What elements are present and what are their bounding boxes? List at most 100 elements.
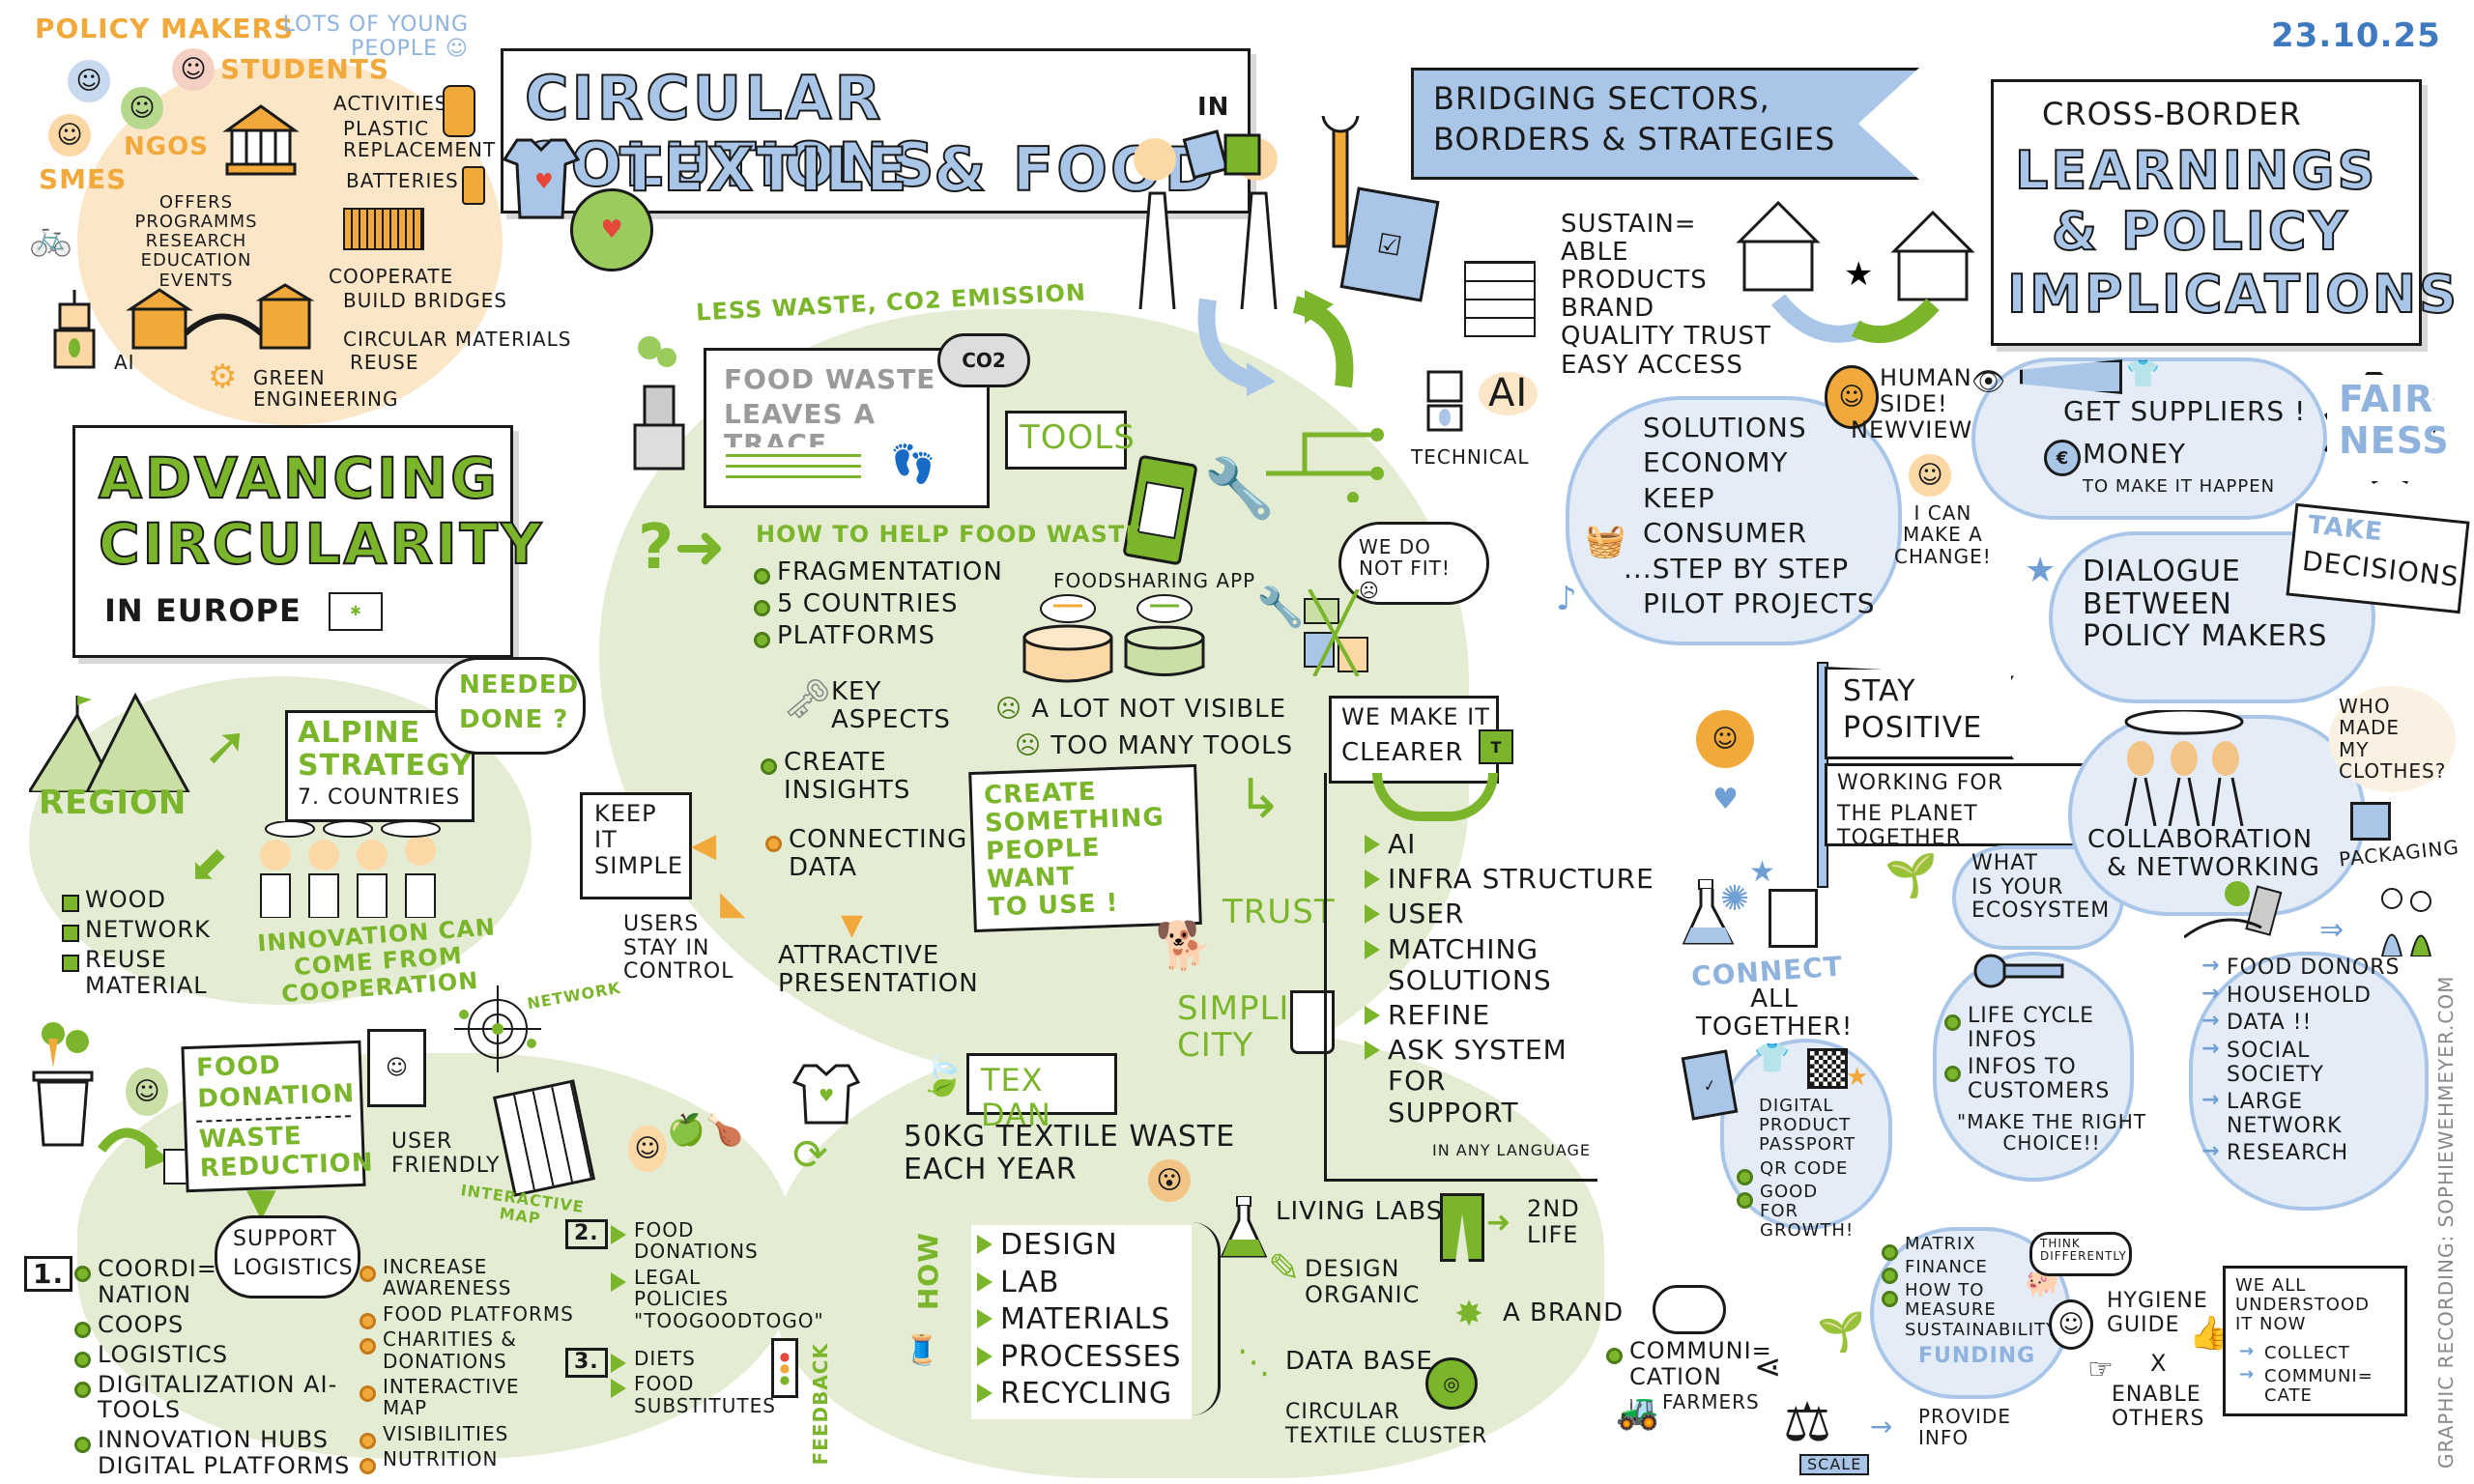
education-label: EDUCATION	[140, 250, 252, 271]
scale-label: SCALE	[1799, 1454, 1870, 1475]
shocked-face-icon: 😮	[1148, 1159, 1191, 1202]
enable-others-label: ENABLE OTHERS	[2112, 1383, 2204, 1431]
take-decisions-sign: TAKE DECISIONS	[2286, 502, 2470, 614]
communication-list: COMMUNI=CATION	[1604, 1338, 1772, 1394]
we-make-it-label: WE MAKE IT	[1341, 703, 1490, 730]
make-right-line: "MAKE THE RIGHT	[1957, 1110, 2147, 1133]
young-people-label: LOTS OF YOUNG PEOPLE ☺	[282, 13, 469, 61]
communication-item: COMMUNI=CATION	[1604, 1338, 1772, 1390]
make-it-happen-label: TO MAKE IT HAPPEN	[2083, 476, 2276, 497]
food-sharing-bowls-icon	[1020, 594, 1213, 691]
svg-text:♥: ♥	[534, 170, 554, 194]
advancing-sub: IN EUROPE	[104, 592, 302, 629]
able-line: ABLE	[1561, 238, 1629, 268]
change-line: CHANGE!	[1894, 544, 1992, 568]
newview-line: NEWVIEW	[1851, 415, 1973, 443]
mountains-icon	[29, 686, 193, 792]
create-something-label: CREATE SOMETHING PEOPLE WANT TO USE !	[984, 775, 1199, 923]
lifecycle-item-customers: INFOS TO CUSTOMERS	[1942, 1055, 2113, 1103]
attractive-line: ATTRACTIVE	[778, 941, 940, 970]
ai-stakeholder-label: AI	[114, 351, 135, 374]
bridge-buildings-icon	[126, 280, 319, 357]
main-title-line2: TEXTILE & FOOD	[618, 134, 1218, 205]
tools-label: TOOLS	[1020, 418, 1136, 457]
cross-border-line3: IMPLICATIONS	[2006, 264, 2460, 325]
network-label: NETWORK	[526, 978, 623, 1013]
arrow-down-left-icon: ⬋	[188, 836, 229, 892]
what-line: WHAT	[1971, 851, 2039, 875]
star-icon: ★	[2025, 551, 2057, 590]
reduction-label: REDUCTION	[199, 1148, 375, 1184]
cooperate-label: COOPERATE	[329, 265, 454, 288]
sun-badge-icon: ✺	[1720, 879, 1750, 919]
donors-item-data: DATA !!	[2201, 1010, 2401, 1036]
smes-label: SMES	[39, 163, 128, 195]
cross-border-line2: & POLICY	[2051, 201, 2350, 262]
solar-panel-icon	[343, 208, 424, 250]
communication-bubble	[1653, 1285, 1726, 1334]
we-do-not-fit-label: WE DO NOT FIT! ☹	[1359, 535, 1451, 602]
bicycle-icon: 🚲	[29, 218, 72, 258]
music-note-icon: ♪	[1556, 580, 1577, 618]
take-label: TAKE	[2306, 510, 2385, 548]
step-materials: MATERIALS	[975, 1302, 1182, 1337]
step3-number: 3.	[565, 1348, 618, 1378]
awareness-list: INCREASE AWARENESS FOOD PLATFORMS CHARIT…	[358, 1256, 574, 1475]
trust-label: TRUST	[1223, 893, 1336, 931]
create-something-sign: CREATE SOMETHING PEOPLE WANT TO USE !	[968, 763, 1202, 933]
understood-label: WE ALL UNDERSTOOD IT NOW	[2235, 1275, 2370, 1334]
strategy-label: STRATEGY	[298, 749, 473, 783]
engineering-label: ENGINEERING	[253, 387, 399, 412]
presentation-line: PRESENTATION	[778, 969, 979, 999]
clearer-item-user: USER	[1363, 899, 1654, 929]
thinking-head-icon: ☺	[2049, 1299, 2093, 1350]
passport-items-list: QR CODE GOOD FOR GROWTH!	[1735, 1158, 1856, 1245]
ngo-face-icon: ☺	[121, 87, 163, 129]
organic-line: ORGANIC	[1305, 1280, 1421, 1308]
farmers-label: FARMERS	[1662, 1390, 1760, 1413]
ai-robot-icon	[1421, 367, 1469, 435]
cation-word: CATION	[1629, 1362, 1722, 1390]
communi-word: COMMUNI=	[1629, 1337, 1772, 1364]
arrow-left-orange-icon: ◀	[691, 826, 717, 865]
product-line: PRODUCT	[1759, 1115, 1852, 1136]
how-to-help-label: HOW TO HELP FOOD WASTE	[756, 521, 1142, 548]
point-platforms: PLATFORMS	[752, 622, 1003, 650]
awareness-visibilities: VISIBILITIES	[358, 1422, 574, 1450]
users-line: USERS	[623, 912, 700, 936]
flask-icon	[1220, 1196, 1268, 1259]
green-label: GREEN	[253, 366, 326, 389]
fairness-label: FAIR NESS	[2339, 379, 2450, 461]
dashed-divider	[196, 1115, 352, 1123]
clearer-bracket	[1324, 773, 1597, 1182]
ness-line: NESS	[2339, 418, 2450, 462]
pointing-hand-icon: ☞	[2087, 1353, 2114, 1386]
gear-leaf-icon: ⚙	[208, 357, 238, 396]
step1-digitalization: DIGITALIZATION AI-TOOLS	[72, 1371, 349, 1424]
solutions-item: SOLUTIONS	[1643, 412, 1807, 443]
sad-face-icon-2: ☹	[1015, 731, 1051, 760]
positive-label: POSITIVE	[1843, 711, 1983, 745]
stay-positive-flag: STAY POSITIVE	[1825, 667, 2014, 759]
passport-item-qr: QR CODE	[1735, 1158, 1856, 1186]
bridging-banner: BRIDGING SECTORS, BORDERS & STRATEGIES	[1411, 68, 1919, 180]
donation-label: DONATION	[196, 1079, 356, 1114]
textile-cluster-line: TEXTILE CLUSTER	[1285, 1423, 1488, 1448]
together-line: TOGETHER!	[1696, 1013, 1854, 1042]
solutions-cloud	[1566, 396, 1902, 645]
think-line: THINK	[2040, 1237, 2081, 1250]
ecosystem-label: WHAT IS YOUR ECOSYSTEM	[1971, 851, 2110, 924]
collaboration-label: COLLABORATION & NETWORKING	[2087, 825, 2320, 882]
passport-book-icon: ✓	[1681, 1049, 1739, 1121]
funding-label: FUNDING	[1918, 1344, 2036, 1368]
donors-item-social-society: SOCIAL SOCIETY	[2201, 1038, 2352, 1087]
region-label: REGION	[39, 784, 187, 822]
quality-trust-line: QUALITY TRUST	[1561, 322, 1771, 352]
choice-line: CHOICE!!	[2002, 1131, 2101, 1156]
not-visible-label: ☹ A LOT NOT VISIBLE	[995, 695, 1286, 724]
who-line: WHO	[2339, 695, 2391, 718]
awareness-increase: INCREASE AWARENESS	[358, 1256, 537, 1299]
apple-heart-icon: ♥	[570, 188, 653, 271]
planet-together-label: THE PLANET TOGETHER	[1837, 802, 1978, 850]
step2-food-donations: FOOD DONATIONS	[609, 1219, 758, 1263]
